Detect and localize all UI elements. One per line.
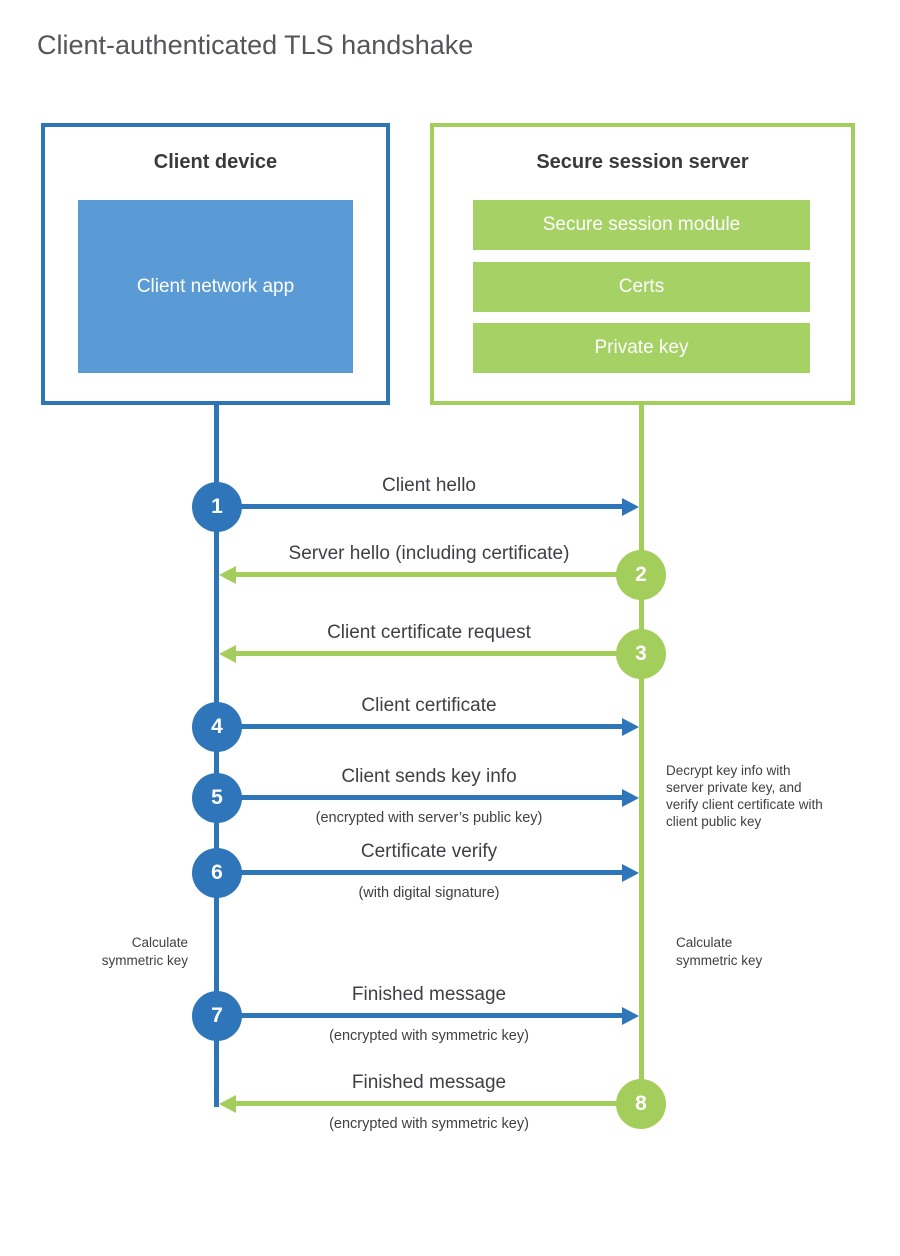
message-label-6: Certificate verify — [360, 841, 498, 862]
client-device-box: Client device Client network app — [41, 123, 390, 405]
arrow-2 — [234, 572, 618, 577]
message-label-1: Client hello — [382, 475, 476, 496]
server-title: Secure session server — [536, 151, 749, 173]
arrowhead-right-icon — [622, 718, 639, 736]
step-circle-1: 1 — [192, 482, 242, 532]
step-circle-8: 8 — [616, 1079, 666, 1129]
step-circle-7: 7 — [192, 991, 242, 1041]
step-circle-5: 5 — [192, 773, 242, 823]
server-box: Secure session server Secure session mod… — [430, 123, 855, 405]
arrowhead-right-icon — [622, 864, 639, 882]
client-network-app-box: Client network app — [78, 200, 353, 373]
server-module-private-key: Private key — [473, 323, 810, 373]
message-sublabel-5: (encrypted with server’s public key) — [315, 810, 543, 826]
arrow-8 — [234, 1101, 618, 1106]
arrowhead-right-icon — [622, 498, 639, 516]
decrypt-note: Decrypt key info with server private key… — [666, 763, 823, 829]
arrowhead-right-icon — [622, 789, 639, 807]
message-label-2: Server hello (including certificate) — [288, 543, 570, 564]
step-circle-6: 6 — [192, 848, 242, 898]
arrowhead-right-icon — [622, 1007, 639, 1025]
arrowhead-left-icon — [219, 1095, 236, 1113]
calculate-symmetric-key-right: Calculate symmetric key — [676, 935, 763, 968]
calculate-symmetric-key-left: Calculate symmetric key — [101, 935, 188, 968]
server-lifeline — [639, 405, 644, 1106]
message-label-7: Finished message — [351, 984, 507, 1005]
page-title: Client-authenticated TLS handshake — [37, 30, 474, 60]
client-device-title: Client device — [153, 151, 278, 173]
message-label-3: Client certificate request — [327, 622, 531, 643]
arrow-3 — [234, 651, 618, 656]
arrow-6 — [240, 870, 624, 875]
message-label-5: Client sends key info — [341, 766, 517, 787]
arrow-4 — [240, 724, 624, 729]
message-sublabel-8: (encrypted with symmetric key) — [329, 1116, 529, 1132]
arrow-7 — [240, 1013, 624, 1018]
server-module-secure-session: Secure session module — [473, 200, 810, 250]
step-circle-3: 3 — [616, 629, 666, 679]
arrow-5 — [240, 795, 624, 800]
message-label-8: Finished message — [351, 1072, 507, 1093]
message-sublabel-7: (encrypted with symmetric key) — [329, 1028, 529, 1044]
client-lifeline — [214, 405, 219, 1107]
message-sublabel-6: (with digital signature) — [358, 885, 500, 901]
step-circle-4: 4 — [192, 702, 242, 752]
message-label-4: Client certificate — [361, 695, 497, 716]
step-circle-2: 2 — [616, 550, 666, 600]
arrowhead-left-icon — [219, 566, 236, 584]
server-module-certs: Certs — [473, 262, 810, 312]
arrow-1 — [240, 504, 624, 509]
arrowhead-left-icon — [219, 645, 236, 663]
